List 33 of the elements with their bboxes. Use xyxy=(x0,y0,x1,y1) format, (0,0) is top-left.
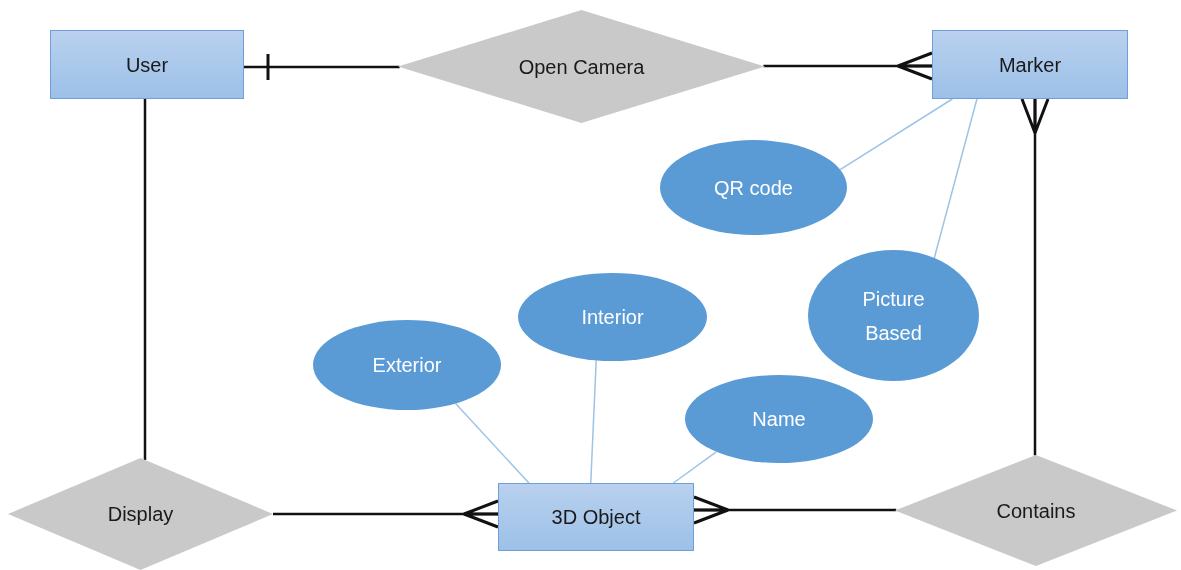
connector-line xyxy=(143,99,147,460)
attribute-name: Picture Based xyxy=(861,286,926,346)
attribute-ellipse xyxy=(313,320,501,410)
relationship-line xyxy=(692,495,897,525)
attribute-ellipse xyxy=(808,250,979,381)
attribute-ellipse xyxy=(660,140,847,235)
attribute-line xyxy=(454,402,530,484)
attribute-name: Interior xyxy=(581,305,644,330)
attribute-line xyxy=(590,359,597,484)
attribute-name: Name xyxy=(752,407,806,432)
attribute-name: Exterior xyxy=(372,353,442,378)
attribute-line xyxy=(933,98,978,259)
relationship-line xyxy=(244,52,400,82)
relationship-diamond xyxy=(398,10,765,123)
relationship-diamond xyxy=(895,455,1177,566)
attribute-name: QR code xyxy=(714,175,793,201)
attribute-ellipse xyxy=(518,273,707,361)
relationship-name: Display xyxy=(107,502,174,527)
entity-name: User xyxy=(125,52,169,78)
relationship-line xyxy=(763,51,934,81)
entity-box xyxy=(932,30,1128,99)
relationship-line xyxy=(273,499,500,529)
entity-box xyxy=(50,30,244,99)
relationship-diamond xyxy=(8,458,273,570)
relationship-line xyxy=(1020,97,1050,456)
entity-box xyxy=(498,483,694,551)
attribute-line xyxy=(839,98,954,171)
attribute-ellipse xyxy=(685,375,873,463)
entity-name: Marker xyxy=(998,52,1062,78)
relationship-name: Open Camera xyxy=(518,54,645,80)
entity-name: 3D Object xyxy=(551,505,641,530)
attribute-line xyxy=(672,451,718,484)
relationship-name: Contains xyxy=(996,498,1076,524)
